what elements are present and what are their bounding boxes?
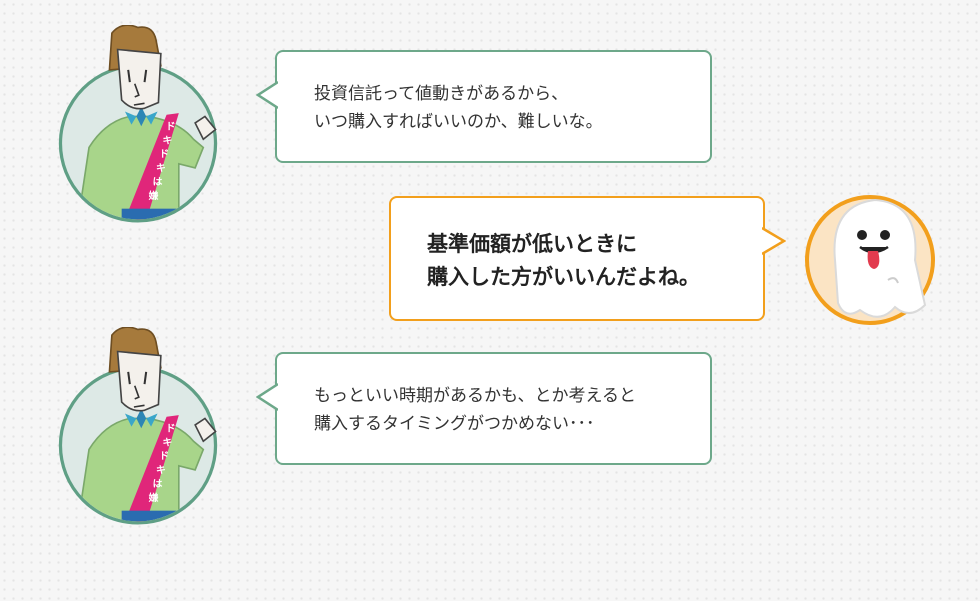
speech-bubble-2: 基準価額が低いときに 購入した方がいいんだよね。 [389, 196, 765, 321]
svg-text:嫌: 嫌 [148, 491, 159, 504]
bubble-3-tail [256, 382, 278, 412]
bubble-2-tail [762, 226, 786, 256]
svg-text:は: は [153, 176, 163, 188]
bubble-1-tail [256, 80, 278, 110]
bubble-1-line-2: いつ購入すればいいのか、難しいな。 [314, 112, 603, 132]
speech-bubble-1: 投資信託って値動きがあるから、 いつ購入すればいいのか、難しいな。 [275, 50, 712, 163]
man-avatar: ド キ ド キ は 嫌 [58, 327, 218, 525]
speech-bubble-3: もっといい時期があるかも、とか考えると 購入するタイミングがつかめない･･･ [275, 352, 712, 465]
sash-text: ド キ ド キ は 嫌 [148, 120, 176, 201]
svg-text:は: は [153, 478, 163, 490]
svg-text:ド: ド [159, 450, 169, 462]
svg-text:キ: キ [162, 134, 172, 146]
bubble-2-line-1: 基準価額が低いときに [427, 232, 637, 256]
svg-text:ド: ド [159, 148, 169, 160]
man-avatar: ド キ ド キ は 嫌 [58, 25, 218, 223]
svg-text:キ: キ [162, 436, 172, 448]
svg-text:キ: キ [156, 162, 166, 174]
bubble-2-line-2: 購入した方がいいんだよね。 [427, 265, 700, 289]
svg-text:キ: キ [156, 464, 166, 476]
bubble-3-line-1: もっといい時期があるかも、とか考えると [314, 386, 636, 406]
bubble-3-line-2: 購入するタイミングがつかめない･･･ [314, 414, 595, 434]
svg-text:嫌: 嫌 [148, 189, 159, 202]
ghost-avatar [805, 195, 935, 325]
sash-text: ド キ ド キ は 嫌 [148, 422, 176, 503]
svg-text:ド: ド [166, 422, 176, 434]
bubble-1-line-1: 投資信託って値動きがあるから、 [314, 84, 569, 104]
svg-text:ド: ド [166, 120, 176, 132]
